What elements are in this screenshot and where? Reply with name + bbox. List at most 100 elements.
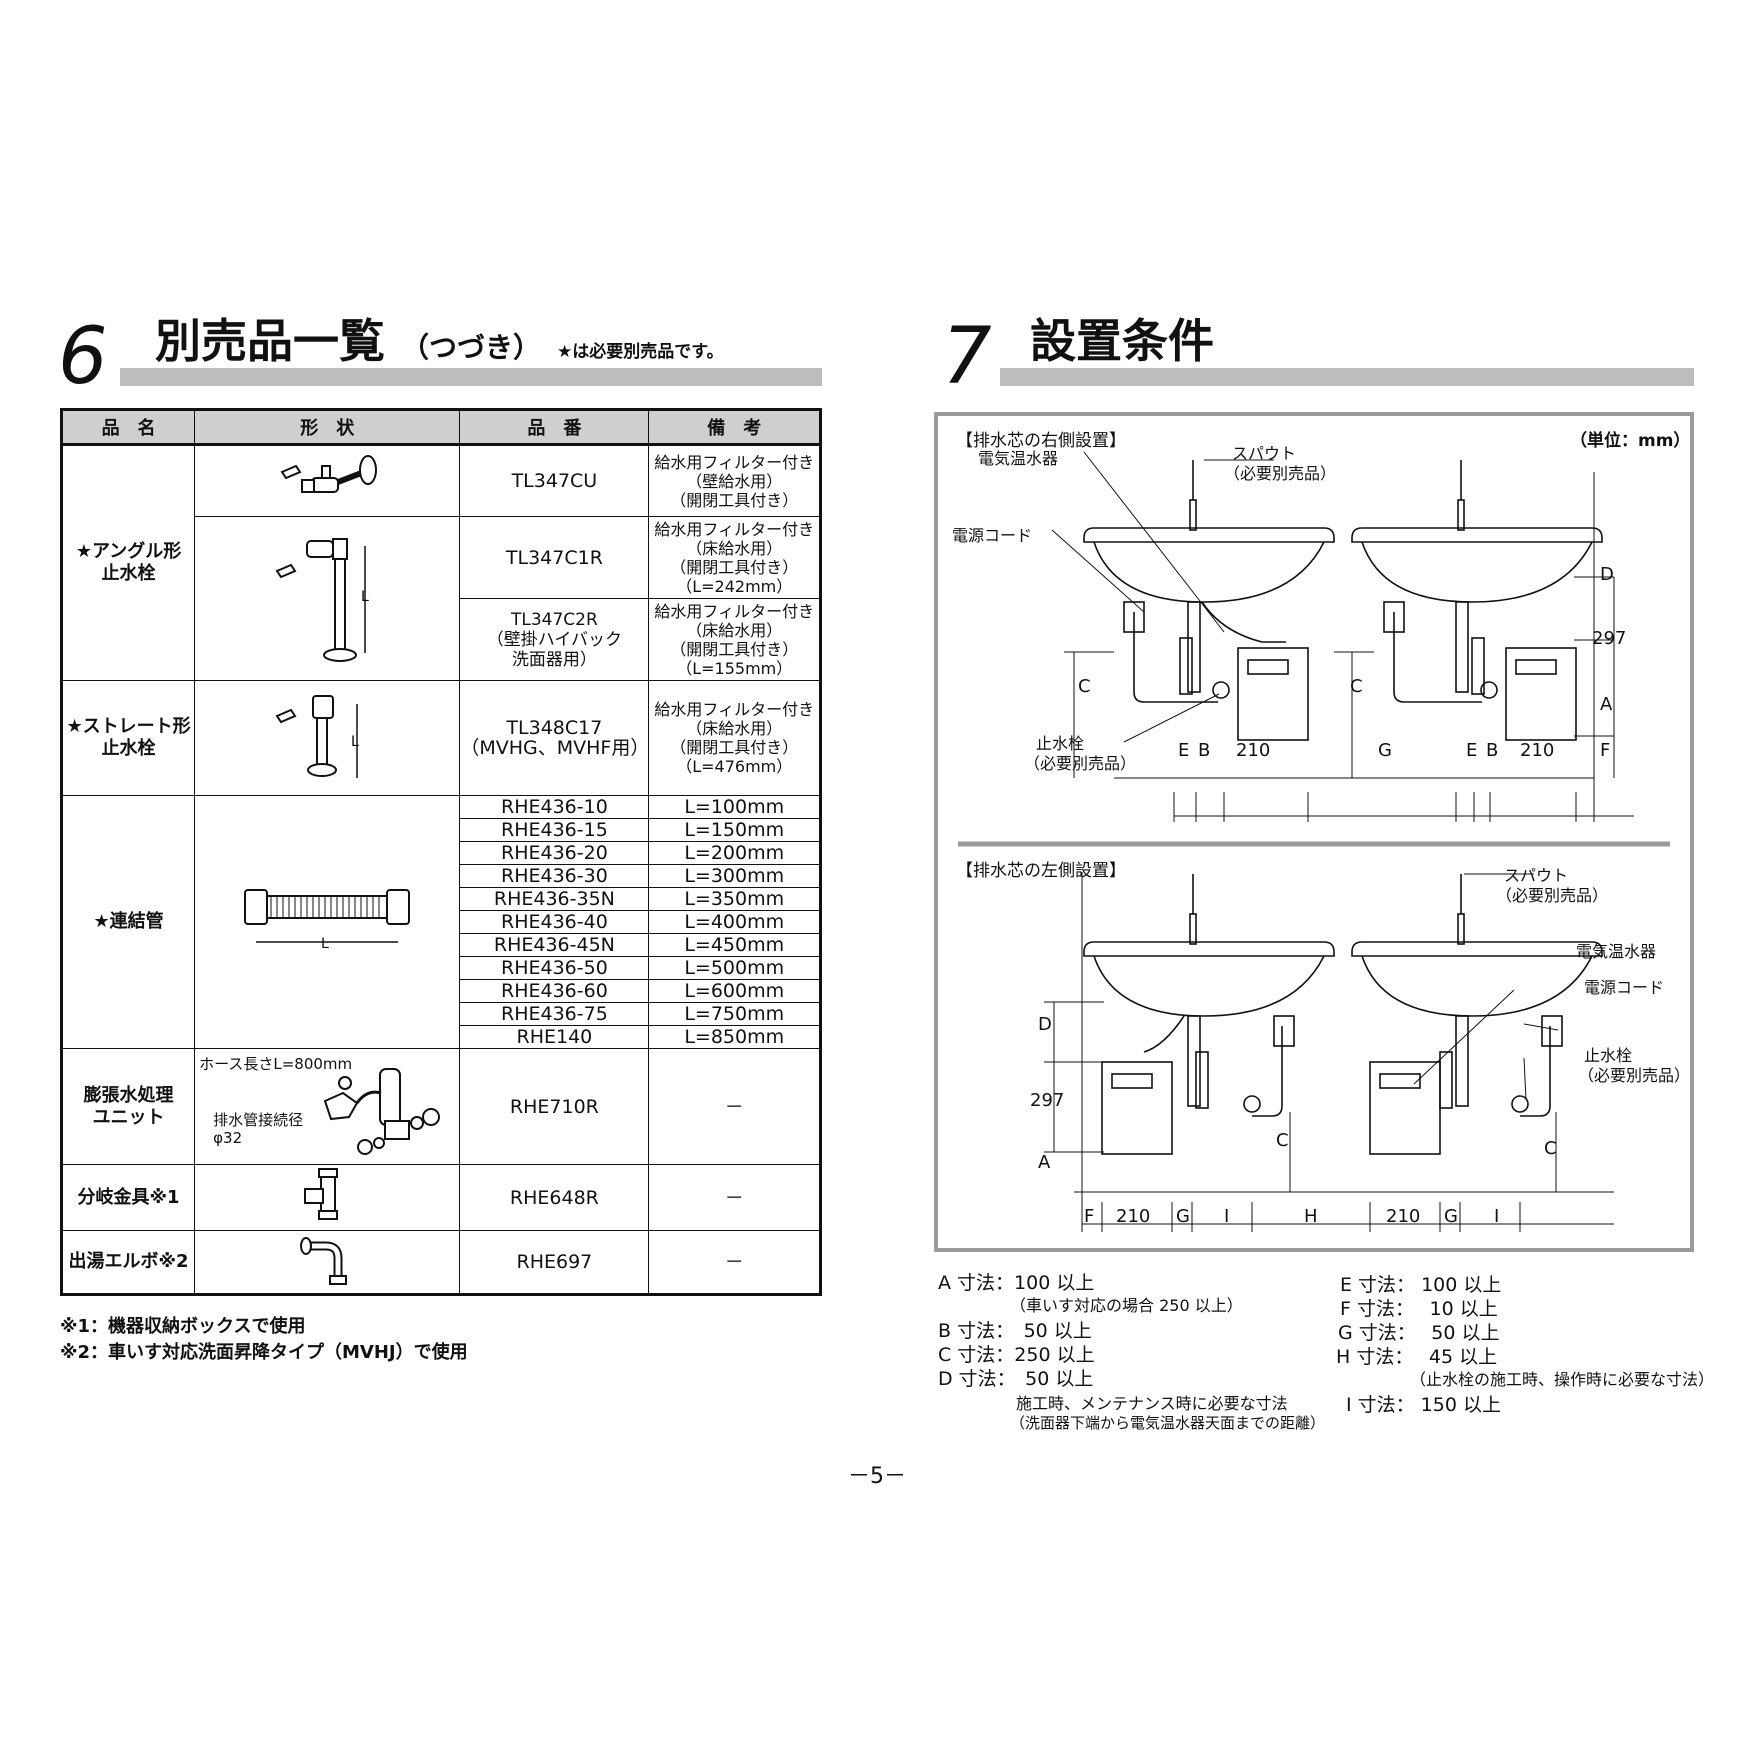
part-remarks: 給水用フィルター付き （床給水用） （開閉工具付き） （L=155mm）: [648, 598, 821, 681]
dim-g-bottom-2: G: [1444, 1206, 1458, 1227]
dim-210-top-1: 210: [1236, 740, 1271, 761]
spec-g: G 寸法： 50 以上: [1338, 1322, 1500, 1344]
cord-label-bottom: 電源コード: [1584, 978, 1665, 997]
page-number: －5－: [848, 1464, 906, 1489]
connector-image: L: [194, 795, 461, 1049]
spec-h-sub: （止水栓の施工時、操作時に必要な寸法）: [1410, 1370, 1715, 1389]
table-row: 分岐金具※1 RHE648R －: [60, 1164, 821, 1231]
dim-g-top: G: [1378, 740, 1392, 761]
part-model: RHE436-40: [459, 910, 650, 934]
part-model: RHE436-35N: [459, 887, 650, 911]
part-model: RHE648R: [459, 1164, 650, 1231]
part-model: TL347C2R （壁掛ハイバック 洗面器用）: [459, 598, 650, 681]
hot-water-elbow-image: [194, 1230, 461, 1295]
expansion-unit-image: ホース長さL=800mm 排水管接続径 φ32: [194, 1048, 461, 1165]
heater-label-top: 電気温水器: [978, 449, 1059, 468]
part-model: RHE436-10: [459, 795, 650, 819]
straight-valve-name: ★ストレート形 止水栓: [60, 680, 196, 796]
hose-length-label: ホース長さL=800mm: [199, 1055, 353, 1073]
expansion-unit-icon: [323, 1068, 441, 1155]
right-install-drawing: [1051, 451, 1634, 822]
section-6-bar: [120, 368, 822, 386]
footnote-1: ※1：機器収納ボックスで使用: [60, 1316, 306, 1337]
part-remarks: L=750mm: [648, 1002, 821, 1026]
installation-diagram-frame: [934, 412, 1694, 1252]
table-row: 出湯エルボ※2 RHE697 －: [60, 1230, 821, 1295]
section-6-title: 別売品一覧 （つづき） ★は必要別売品です。: [155, 318, 724, 364]
section-6-subtitle: （つづき）: [401, 331, 542, 364]
header-remarks: 備 考: [648, 409, 821, 446]
footnote-2: ※2：車いす対応洗面昇降タイプ（MVHJ）で使用: [60, 1342, 468, 1363]
angle-valve-floor-image: L: [194, 516, 461, 681]
table-row: ★連結管 L RHE436-10 L=100mm: [60, 795, 821, 1049]
table-row: ★ストレート形 止水栓 L TL348C17 （MVHG、MVHF用） 給水用フ…: [60, 680, 821, 796]
spec-b: B 寸法： 50 以上: [938, 1320, 1092, 1342]
dim-210-bottom-1: 210: [1116, 1206, 1151, 1227]
spout-note-top: （必要別売品）: [1224, 464, 1337, 483]
part-remarks: －: [648, 1230, 821, 1295]
spout-label-bottom: スパウト: [1504, 866, 1569, 885]
expansion-unit-name: 膨張水処理 ユニット: [60, 1048, 196, 1165]
dim-c-bottom-2: C: [1544, 1138, 1557, 1159]
dim-d-top: D: [1600, 564, 1614, 585]
angle-valve-wall-icon: [280, 454, 378, 493]
drain-diameter-label: 排水管接続径 φ32: [213, 1111, 304, 1147]
dim-210-top-2: 210: [1520, 740, 1555, 761]
table-row: ★アングル形 止水栓 TL347CU 給水用フィルター付き （壁給水用） （開閉…: [60, 444, 821, 681]
part-model: RHE436-30: [459, 864, 650, 888]
part-model: RHE436-75: [459, 1002, 650, 1026]
part-remarks: L=450mm: [648, 933, 821, 957]
part-model: TL347C1R: [459, 516, 650, 599]
unit-label: （単位：mm）: [1570, 431, 1691, 451]
part-remarks: －: [648, 1048, 821, 1165]
spout-note-bottom: （必要別売品）: [1496, 886, 1609, 905]
spout-label-top: スパウト: [1232, 444, 1297, 463]
part-model: RHE710R: [459, 1048, 650, 1165]
dim-f-top: F: [1600, 740, 1611, 761]
left-install-drawing: [1044, 872, 1614, 1232]
angle-valve-name: ★アングル形 止水栓: [60, 444, 196, 681]
svg-text:L: L: [361, 589, 369, 605]
connector-name: ★連結管: [60, 795, 196, 1049]
part-model: RHE140: [459, 1025, 650, 1049]
header-name: 品 名: [60, 409, 196, 446]
straight-valve-image: L: [194, 680, 461, 796]
part-remarks: L=600mm: [648, 979, 821, 1003]
part-remarks: L=500mm: [648, 956, 821, 980]
angle-valve-floor-icon: L: [275, 538, 369, 662]
flexible-pipe-icon: L: [244, 888, 411, 952]
table-row: TL347C2R （壁掛ハイバック 洗面器用） 給水用フィルター付き （床給水用…: [62, 598, 821, 681]
straight-valve-icon: L: [275, 694, 359, 778]
valve-note-top: （必要別売品）: [1024, 754, 1137, 773]
cord-label-top: 電源コード: [952, 526, 1033, 545]
part-remarks: 給水用フィルター付き （床給水用） （開閉工具付き） （L=476mm）: [648, 680, 821, 796]
dim-i-bottom-2: I: [1494, 1206, 1500, 1227]
parts-table: 品 名 形 状 品 番 備 考 ★アングル形 止水栓 TL347CU 給水用フィ…: [60, 408, 822, 1296]
table-row: 膨張水処理 ユニット ホース長さL=800mm 排水管接続径 φ32: [60, 1048, 821, 1165]
spec-d-sub-1: 施工時、メンテナンス時に必要な寸法: [1016, 1394, 1288, 1413]
part-model: RHE697: [459, 1230, 650, 1295]
part-model: RHE436-50: [459, 956, 650, 980]
part-remarks: 給水用フィルター付き （床給水用） （開閉工具付き） （L=242mm）: [648, 516, 821, 599]
right-install-title: 【排水芯の右側設置】: [956, 431, 1126, 451]
installation-diagram: [958, 451, 1670, 1232]
part-remarks: －: [648, 1164, 821, 1231]
section-7-number: 7: [942, 312, 992, 402]
dim-h-bottom: H: [1304, 1206, 1318, 1227]
section-6-note: ★は必要別売品です。: [557, 342, 724, 362]
dim-i-bottom-1: I: [1224, 1206, 1230, 1227]
section-6-number: 6: [58, 312, 108, 402]
svg-text:L: L: [321, 936, 329, 952]
dim-c-top-2: C: [1350, 676, 1363, 697]
part-remarks: L=400mm: [648, 910, 821, 934]
spec-e: E 寸法： 100 以上: [1340, 1274, 1502, 1296]
branch-fitting-icon: [304, 1168, 339, 1220]
